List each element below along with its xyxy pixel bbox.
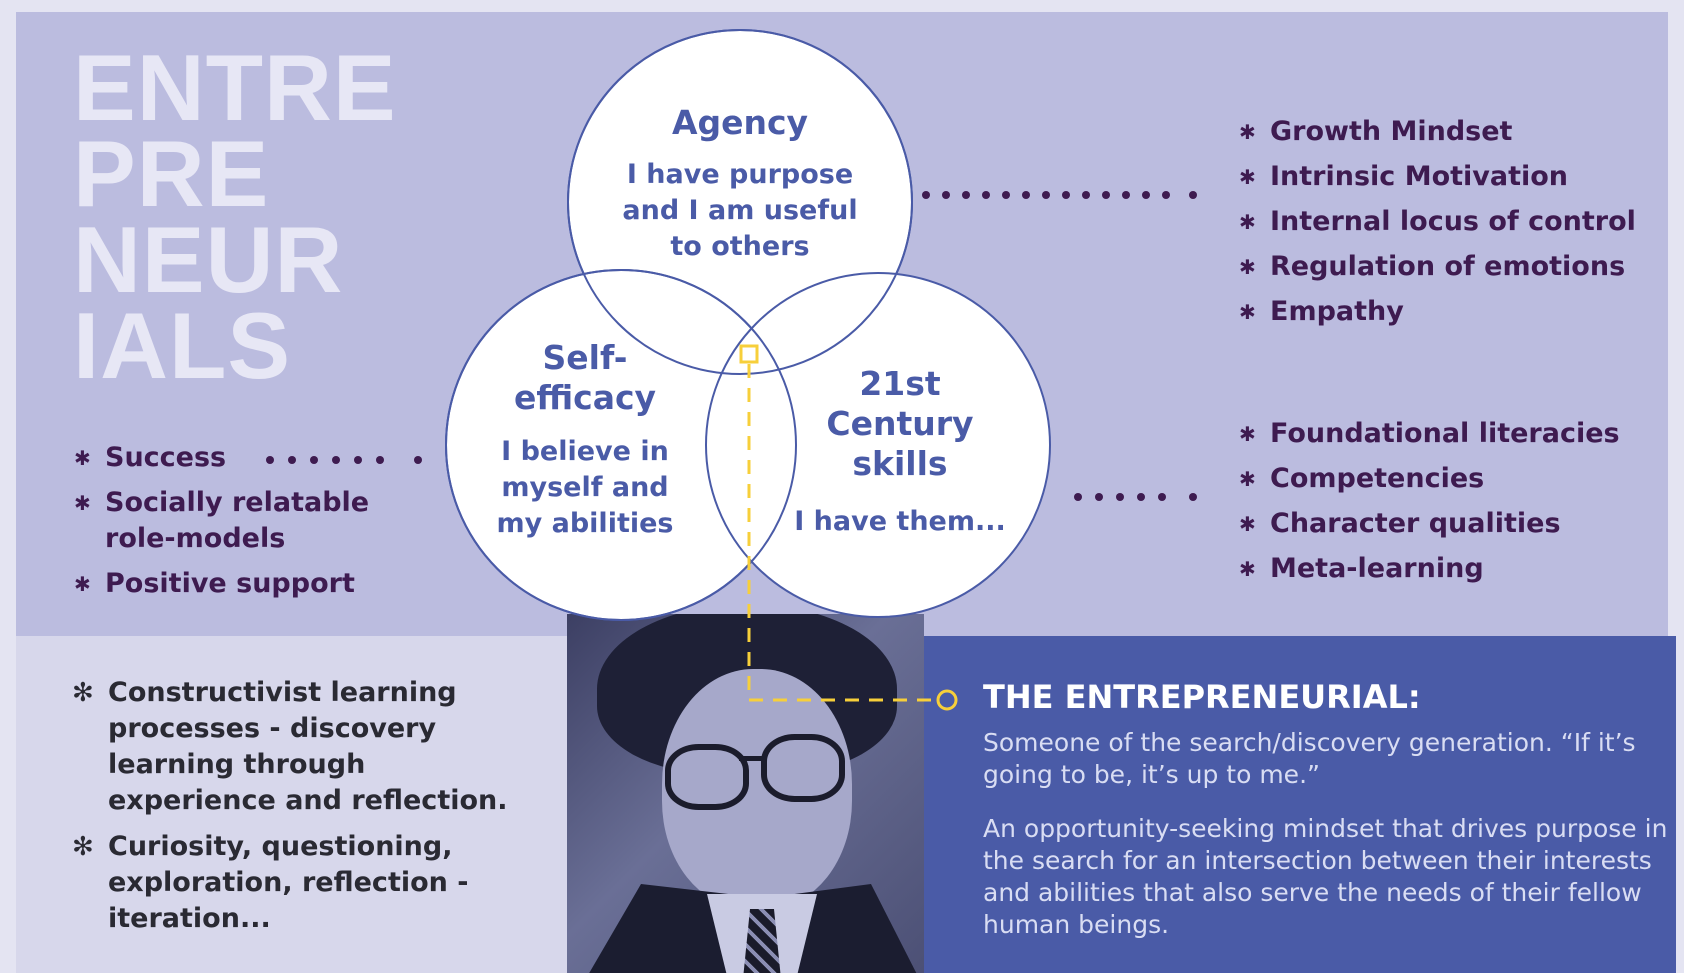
list-item: ✱Character qualities	[1239, 506, 1620, 542]
definition-panel	[924, 636, 1676, 973]
asterisk-bullet-icon: ✻	[72, 832, 94, 862]
self-efficacy-sources-list: ✱Success ✱Socially relatable role-models…	[74, 440, 404, 611]
skills-label: 21st Century skills I have them...	[780, 364, 1020, 540]
star-bullet-icon: ✱	[74, 572, 91, 596]
learning-points-list: ✻Constructivist learning processes - dis…	[72, 675, 517, 947]
star-bullet-icon: ✱	[1239, 120, 1256, 144]
star-bullet-icon: ✱	[1239, 422, 1256, 446]
self-efficacy-heading: Self- efficacy	[513, 338, 657, 417]
asterisk-bullet-icon: ✻	[72, 678, 94, 708]
student-photo	[567, 614, 924, 973]
title-line: NEUR	[73, 207, 344, 312]
title-line: ENTRE	[73, 35, 397, 140]
list-item: ✱Foundational literacies	[1239, 416, 1620, 452]
agency-traits-list: ✱Growth Mindset ✱Intrinsic Motivation ✱I…	[1239, 114, 1636, 339]
list-item: ✱Competencies	[1239, 461, 1620, 497]
skills-description: I have them...	[794, 506, 1006, 537]
self-efficacy-dotted-leader	[266, 456, 422, 464]
self-efficacy-description: I believe in myself and my abilities	[496, 436, 674, 539]
ring-connector-icon	[936, 689, 958, 711]
definition-paragraph-1: Someone of the search/discovery generati…	[983, 728, 1636, 789]
star-bullet-icon: ✱	[1239, 467, 1256, 491]
list-item: ✱Socially relatable role-models	[74, 487, 370, 554]
title-line: IALS	[73, 293, 292, 398]
star-bullet-icon: ✱	[1239, 255, 1256, 279]
list-item: ✱Regulation of emotions	[1239, 249, 1636, 285]
definition-paragraph-2: An opportunity-seeking mindset that driv…	[983, 814, 1668, 939]
intersection-marker	[739, 344, 759, 364]
agency-description: I have purpose and I am useful to others	[622, 159, 858, 262]
self-efficacy-label: Self- efficacy I believe in myself and m…	[470, 338, 700, 542]
star-bullet-icon: ✱	[1239, 512, 1256, 536]
list-item: ✱Growth Mindset	[1239, 114, 1636, 150]
yellow-connector-line	[747, 364, 935, 702]
list-item: ✱Meta-learning	[1239, 551, 1620, 587]
definition-heading: THE ENTREPRENEURIAL:	[983, 678, 1421, 716]
list-item: ✱Intrinsic Motivation	[1239, 159, 1636, 195]
star-bullet-icon: ✱	[1239, 165, 1256, 189]
star-bullet-icon: ✱	[74, 491, 91, 515]
skills-heading: 21st Century skills	[826, 364, 974, 483]
list-item: ✱Success	[74, 440, 404, 476]
title-line: PRE	[73, 121, 270, 226]
agency-dotted-leader	[922, 191, 1197, 199]
skills-circle	[705, 272, 1051, 618]
star-bullet-icon: ✱	[1239, 210, 1256, 234]
learning-panel	[16, 636, 567, 973]
agency-heading: Agency	[671, 103, 809, 142]
skills-traits-list: ✱Foundational literacies ✱Competencies ✱…	[1239, 416, 1620, 596]
list-item: ✱Empathy	[1239, 294, 1636, 330]
list-item: ✻Constructivist learning processes - dis…	[72, 677, 508, 816]
list-item: ✻Curiosity, questioning, exploration, re…	[72, 831, 469, 934]
list-item: ✱Positive support	[74, 566, 404, 602]
skills-dotted-leader	[1074, 493, 1197, 501]
page-title: ENTRE PRE NEUR IALS	[73, 35, 397, 398]
list-item: ✱Internal locus of control	[1239, 204, 1636, 240]
star-bullet-icon: ✱	[1239, 557, 1256, 581]
star-bullet-icon: ✱	[1239, 300, 1256, 324]
agency-label: Agency I have purpose and I am useful to…	[600, 103, 880, 265]
star-bullet-icon: ✱	[74, 446, 91, 470]
